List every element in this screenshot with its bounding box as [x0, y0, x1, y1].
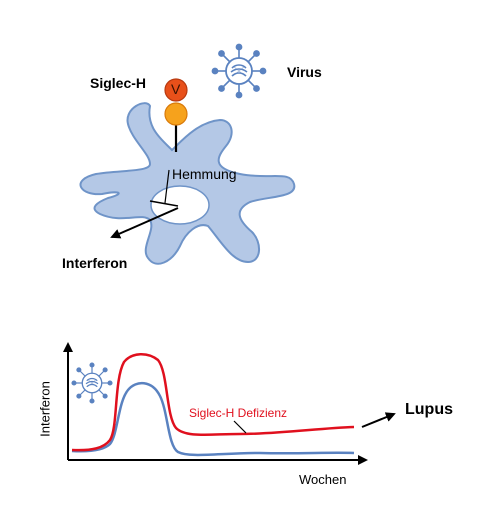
inhibition-bar — [149, 200, 179, 207]
y-axis-label: Interferon — [37, 381, 53, 437]
cell-body — [79, 102, 296, 265]
virus-icon — [211, 43, 267, 99]
lupus-label: Lupus — [405, 401, 453, 418]
x-axis-label: Wochen — [299, 472, 347, 487]
receptor-domain-bottom — [164, 102, 188, 126]
virus-label: Virus — [287, 64, 322, 80]
virus-icon-chart — [71, 362, 113, 404]
siglec-label: Siglec-H — [90, 75, 147, 91]
lupus-arrow — [361, 412, 396, 428]
receptor-domain-v — [164, 78, 188, 102]
hemmung-label: Hemmung — [172, 166, 237, 182]
chart — [63, 342, 396, 465]
domain-v-label: V — [171, 81, 181, 97]
series-red-line — [71, 353, 355, 452]
interferon-label: Interferon — [62, 255, 128, 271]
inhibition-line — [164, 169, 170, 204]
interferon-arrow — [110, 207, 179, 239]
series-label-siglec-defizienz: Siglec-H Defizienz — [189, 406, 288, 420]
nucleus — [150, 185, 210, 225]
series-label-pointer — [233, 420, 247, 434]
series-blue-line — [71, 382, 355, 457]
